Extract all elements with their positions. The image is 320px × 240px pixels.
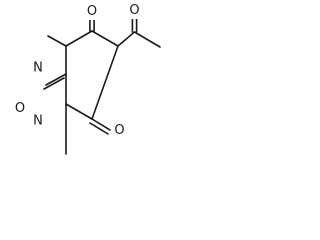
bond-c6-o-double-a (91, 118, 111, 131)
atom-label-n3: N (33, 114, 43, 129)
acetyl-group (117, 14, 161, 48)
atom-label-o-acetyl: O (129, 3, 139, 18)
bond-acetyl-c-methyl (133, 31, 161, 48)
bond-c4-n1 (65, 30, 93, 47)
bond-c2-o-double-b (43, 77, 65, 90)
atom-labels: O O N O N O (12, 2, 143, 139)
bond-c5-c4 (91, 30, 119, 47)
atom-label-o-c6: O (114, 123, 124, 138)
atom-label-o-c2: O (15, 101, 25, 116)
bond-n3-c6 (65, 103, 93, 120)
carbonyl-c2 (43, 73, 67, 90)
bond-c6-c5 (91, 45, 119, 120)
molecular-structure-diagram: O O N O N O (12, 2, 161, 155)
bond-acetyl-c-c5 (117, 31, 136, 47)
carbonyl-c6 (89, 118, 111, 135)
atom-label-o-c4: O (87, 4, 97, 19)
bond-c2-o-double-a (45, 73, 67, 86)
bond-n1-methyl (47, 35, 67, 47)
pyrimidine-ring (65, 30, 119, 120)
bond-c6-o-double-b (89, 122, 109, 135)
atom-label-n1: N (33, 61, 43, 76)
